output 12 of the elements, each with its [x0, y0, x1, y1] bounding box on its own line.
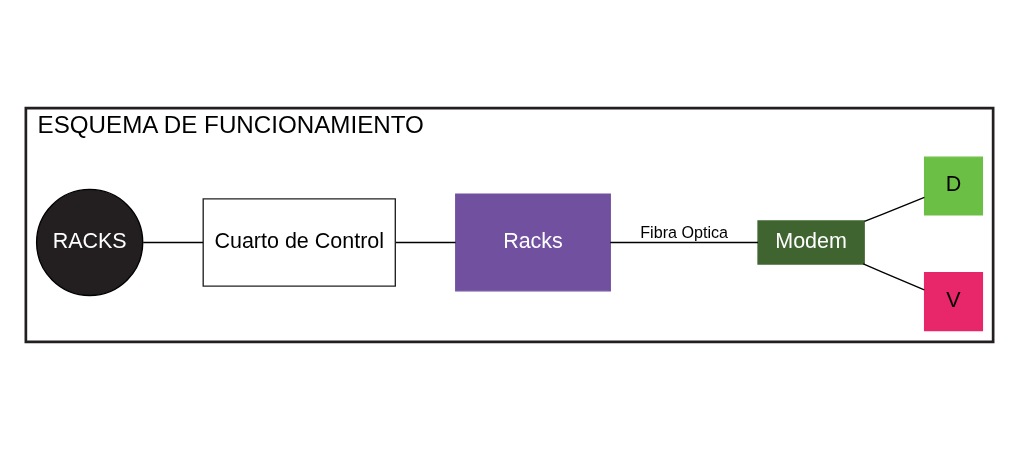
connector: [862, 263, 925, 291]
node-box: Racks: [454, 193, 611, 292]
node-box: Modem: [756, 220, 865, 265]
node-box: D: [923, 156, 983, 216]
node-circle: RACKS: [35, 188, 143, 297]
connector: [863, 196, 925, 223]
edge-label: Fibra Optica: [639, 222, 728, 241]
connector: [394, 241, 456, 244]
connector: [609, 241, 759, 244]
connector: [142, 241, 204, 244]
node-box: Cuarto de Control: [202, 198, 396, 287]
node-box: V: [923, 272, 983, 332]
